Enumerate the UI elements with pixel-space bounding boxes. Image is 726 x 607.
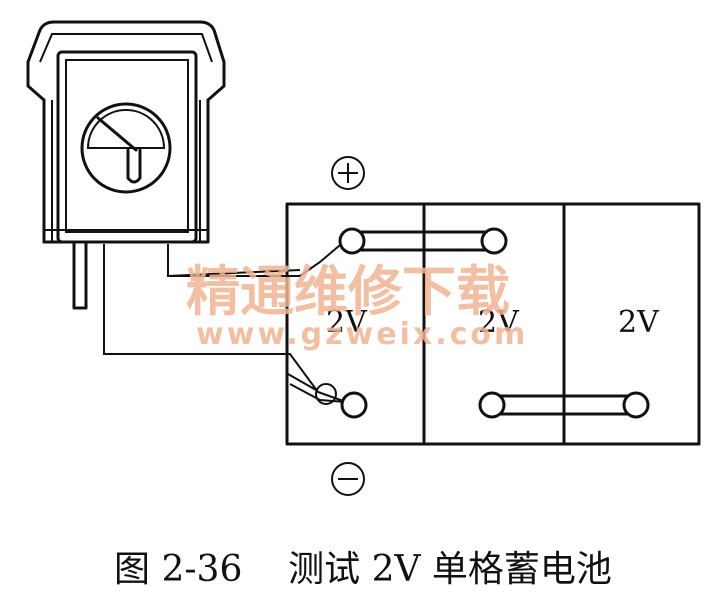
positive-symbol <box>331 156 365 190</box>
battery: 2V 2V 2V <box>285 202 701 446</box>
cell-2-label: 2V <box>478 305 520 340</box>
gauge-needle <box>96 116 138 152</box>
negative-terminal <box>340 391 368 419</box>
gauge-dial <box>80 102 172 194</box>
watermark-text: 精通维修下载 <box>186 260 510 323</box>
voltmeter <box>26 20 226 310</box>
cell-connector-bottom <box>490 394 638 416</box>
watermark-url: www.gzweix.com <box>196 317 528 352</box>
cell-3-label: 2V <box>618 305 660 340</box>
figure-caption: 图 2-36 测试 2V 单格蓄电池 <box>114 549 612 590</box>
cell-connector-top <box>350 230 496 252</box>
test-leads <box>103 239 347 403</box>
probe-pin <box>72 242 88 310</box>
cell-1-label: 2V <box>326 305 368 340</box>
negative-symbol <box>331 462 365 496</box>
